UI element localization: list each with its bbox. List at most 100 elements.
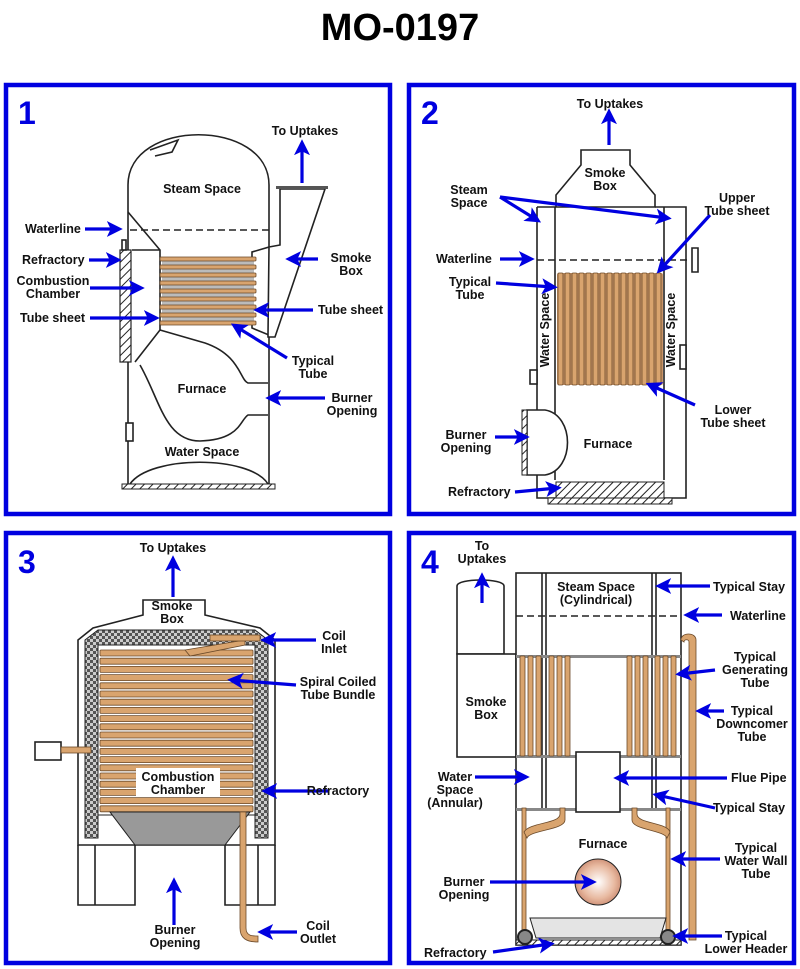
tube (99, 739, 254, 747)
tube (613, 272, 620, 386)
gauge-glass (691, 247, 699, 273)
tube (641, 272, 648, 386)
tube (99, 797, 254, 804)
label-flue-pipe: Flue Pipe (731, 771, 787, 785)
tube (99, 805, 254, 813)
panel-number: 2 (421, 95, 439, 131)
arrow (652, 789, 716, 810)
burner-unit (34, 741, 62, 761)
tube (592, 272, 599, 386)
lower-header-right (660, 929, 676, 945)
label-water-space-right: Water Space (664, 293, 678, 368)
tube (99, 682, 254, 690)
arrow (656, 213, 712, 274)
panel-2-vertical-fire-tube-boiler: 2 Water Space Water Space To Uptakes Smo… (406, 82, 797, 517)
refractory-floor (529, 917, 667, 939)
uptake-stack (456, 579, 505, 655)
base-plate (547, 497, 673, 505)
labels: To Uptakes Steam Space Waterline Refract… (17, 124, 384, 459)
refractory-lining (84, 629, 269, 839)
fire-tube-bank (159, 256, 257, 326)
tube (626, 655, 633, 757)
tube (564, 272, 571, 386)
fire-tube-bank (557, 272, 663, 386)
tube (99, 649, 254, 657)
label-to-uptakes: To Uptakes (140, 541, 206, 555)
shell (127, 134, 270, 487)
tube (627, 272, 634, 386)
tube (99, 698, 254, 706)
arrow (675, 664, 716, 681)
tube (99, 748, 254, 755)
tube (99, 723, 254, 731)
panel-1-vertical-fire-tube-boiler: 1 To Uptakes Steam Space Waterline Refra… (3, 82, 393, 517)
stays (541, 573, 657, 808)
generating-tube-bank (519, 655, 677, 757)
arrow (495, 278, 558, 295)
handhole (125, 422, 134, 442)
furnace-tubes (523, 807, 671, 839)
tube (519, 655, 526, 757)
arrow (499, 195, 542, 223)
tube (585, 272, 592, 386)
burner-cone (108, 811, 252, 846)
uptake-flange (276, 186, 328, 189)
tube (662, 655, 669, 757)
steam-dome-patch (149, 138, 180, 157)
tube (99, 657, 254, 665)
label-tube-sheet-right: Tube sheet (318, 303, 384, 317)
tube (99, 707, 254, 714)
label-waterline: Waterline (25, 222, 81, 236)
label-typical-stay-lower: Typical Stay (713, 801, 785, 815)
tube (159, 256, 257, 262)
tube (99, 715, 254, 722)
coil-inlet-pipe (184, 639, 246, 657)
tube (648, 272, 655, 386)
tube (578, 272, 585, 386)
label-refractory: Refractory (22, 253, 85, 267)
panel-number: 4 (421, 544, 439, 580)
label-backdrop (136, 768, 220, 796)
tube (159, 280, 257, 286)
label-furnace: Furnace (584, 437, 633, 451)
handhole (529, 369, 538, 385)
label-furnace: Furnace (579, 837, 628, 851)
tube (99, 690, 254, 698)
label-refractory: Refractory (448, 485, 511, 499)
arrow (227, 672, 297, 689)
panel-number: 1 (18, 95, 36, 131)
label-water-space: Water Space (165, 445, 240, 459)
tube (564, 655, 571, 757)
label-steam-space-cylindrical: Steam Space(Cylindrical) (557, 580, 635, 607)
tube (548, 655, 555, 757)
tube (557, 272, 564, 386)
label-refractory: Refractory (307, 784, 370, 798)
tube (99, 666, 254, 673)
tube (556, 655, 563, 757)
tube (159, 264, 257, 270)
base-legs (77, 845, 276, 906)
tube (159, 296, 257, 302)
tube (527, 655, 534, 757)
fuel-line (60, 746, 92, 754)
